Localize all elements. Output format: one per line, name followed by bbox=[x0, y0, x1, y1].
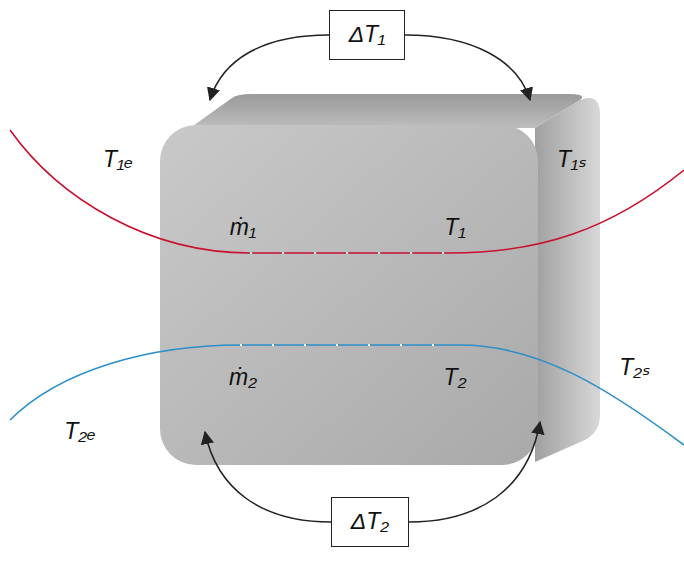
hot-stream bbox=[10, 130, 684, 253]
arrow bbox=[205, 432, 331, 522]
cold-stream-line bbox=[10, 345, 684, 445]
mass-flow: ṁ₁ bbox=[230, 215, 256, 240]
delta-t-box: ΔT₂ bbox=[331, 497, 409, 547]
exchanger-body bbox=[160, 94, 600, 465]
temperature: T₁ bbox=[444, 215, 465, 240]
arrow bbox=[409, 422, 540, 522]
mass-flow: ṁ₂ bbox=[229, 365, 257, 390]
exchanger-front bbox=[160, 125, 538, 465]
delta-arrows bbox=[205, 35, 540, 522]
arrow bbox=[210, 35, 329, 100]
exchanger-node: ṁ₁ T₁ ṁ₂ T₂ bbox=[160, 125, 538, 465]
arrow bbox=[405, 35, 530, 100]
port-temperature: T₁ₑ bbox=[103, 147, 133, 172]
port-temperature: T₂ₛ bbox=[619, 355, 650, 380]
hot-stream-line bbox=[10, 130, 684, 253]
port-temperature: T₁ₛ bbox=[557, 147, 587, 172]
hot-stream-ticks bbox=[250, 252, 450, 254]
temperature: T₂ bbox=[444, 365, 467, 390]
delta-t: ΔT₂ bbox=[351, 509, 389, 534]
port-temperature: T₂ₑ bbox=[64, 419, 96, 444]
delta-t: ΔT₁ bbox=[349, 22, 386, 47]
cold-stream bbox=[10, 345, 684, 445]
exchanger-side bbox=[535, 98, 600, 462]
cold-stream-ticks bbox=[240, 344, 460, 346]
delta-t-box: ΔT₁ bbox=[329, 10, 405, 60]
exchanger-top bbox=[190, 94, 582, 128]
